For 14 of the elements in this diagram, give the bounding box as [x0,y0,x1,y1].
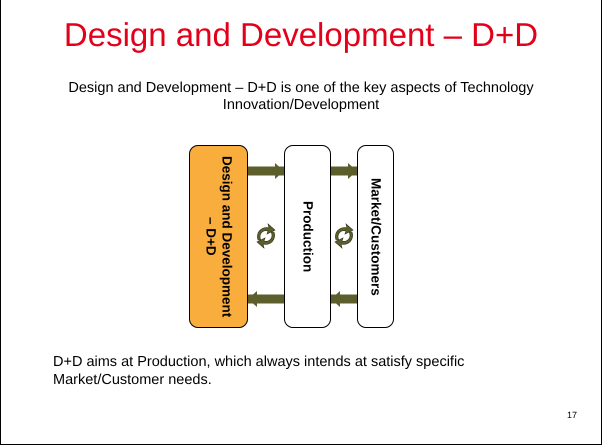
title: Design and Development – D+D [62,16,540,54]
process-box [357,145,394,328]
summary-text: D+D aims at Production, which always intends at satisfy specific Market/Customer needs. [53,353,466,389]
block-arrow [248,163,284,179]
process-box [284,145,331,328]
page-number: 17 [567,410,578,420]
intro-text: Design and Development – D+D is one of the key aspects of Technology Innovation/Development [67,80,535,114]
box-label: Production [300,200,316,272]
block-arrow [248,291,284,307]
process-box [189,145,248,328]
box-label: Market/Customers [368,178,384,296]
box-label: Design and Development – D+D [202,154,234,320]
block-arrow [331,163,357,179]
block-arrow [331,291,357,307]
